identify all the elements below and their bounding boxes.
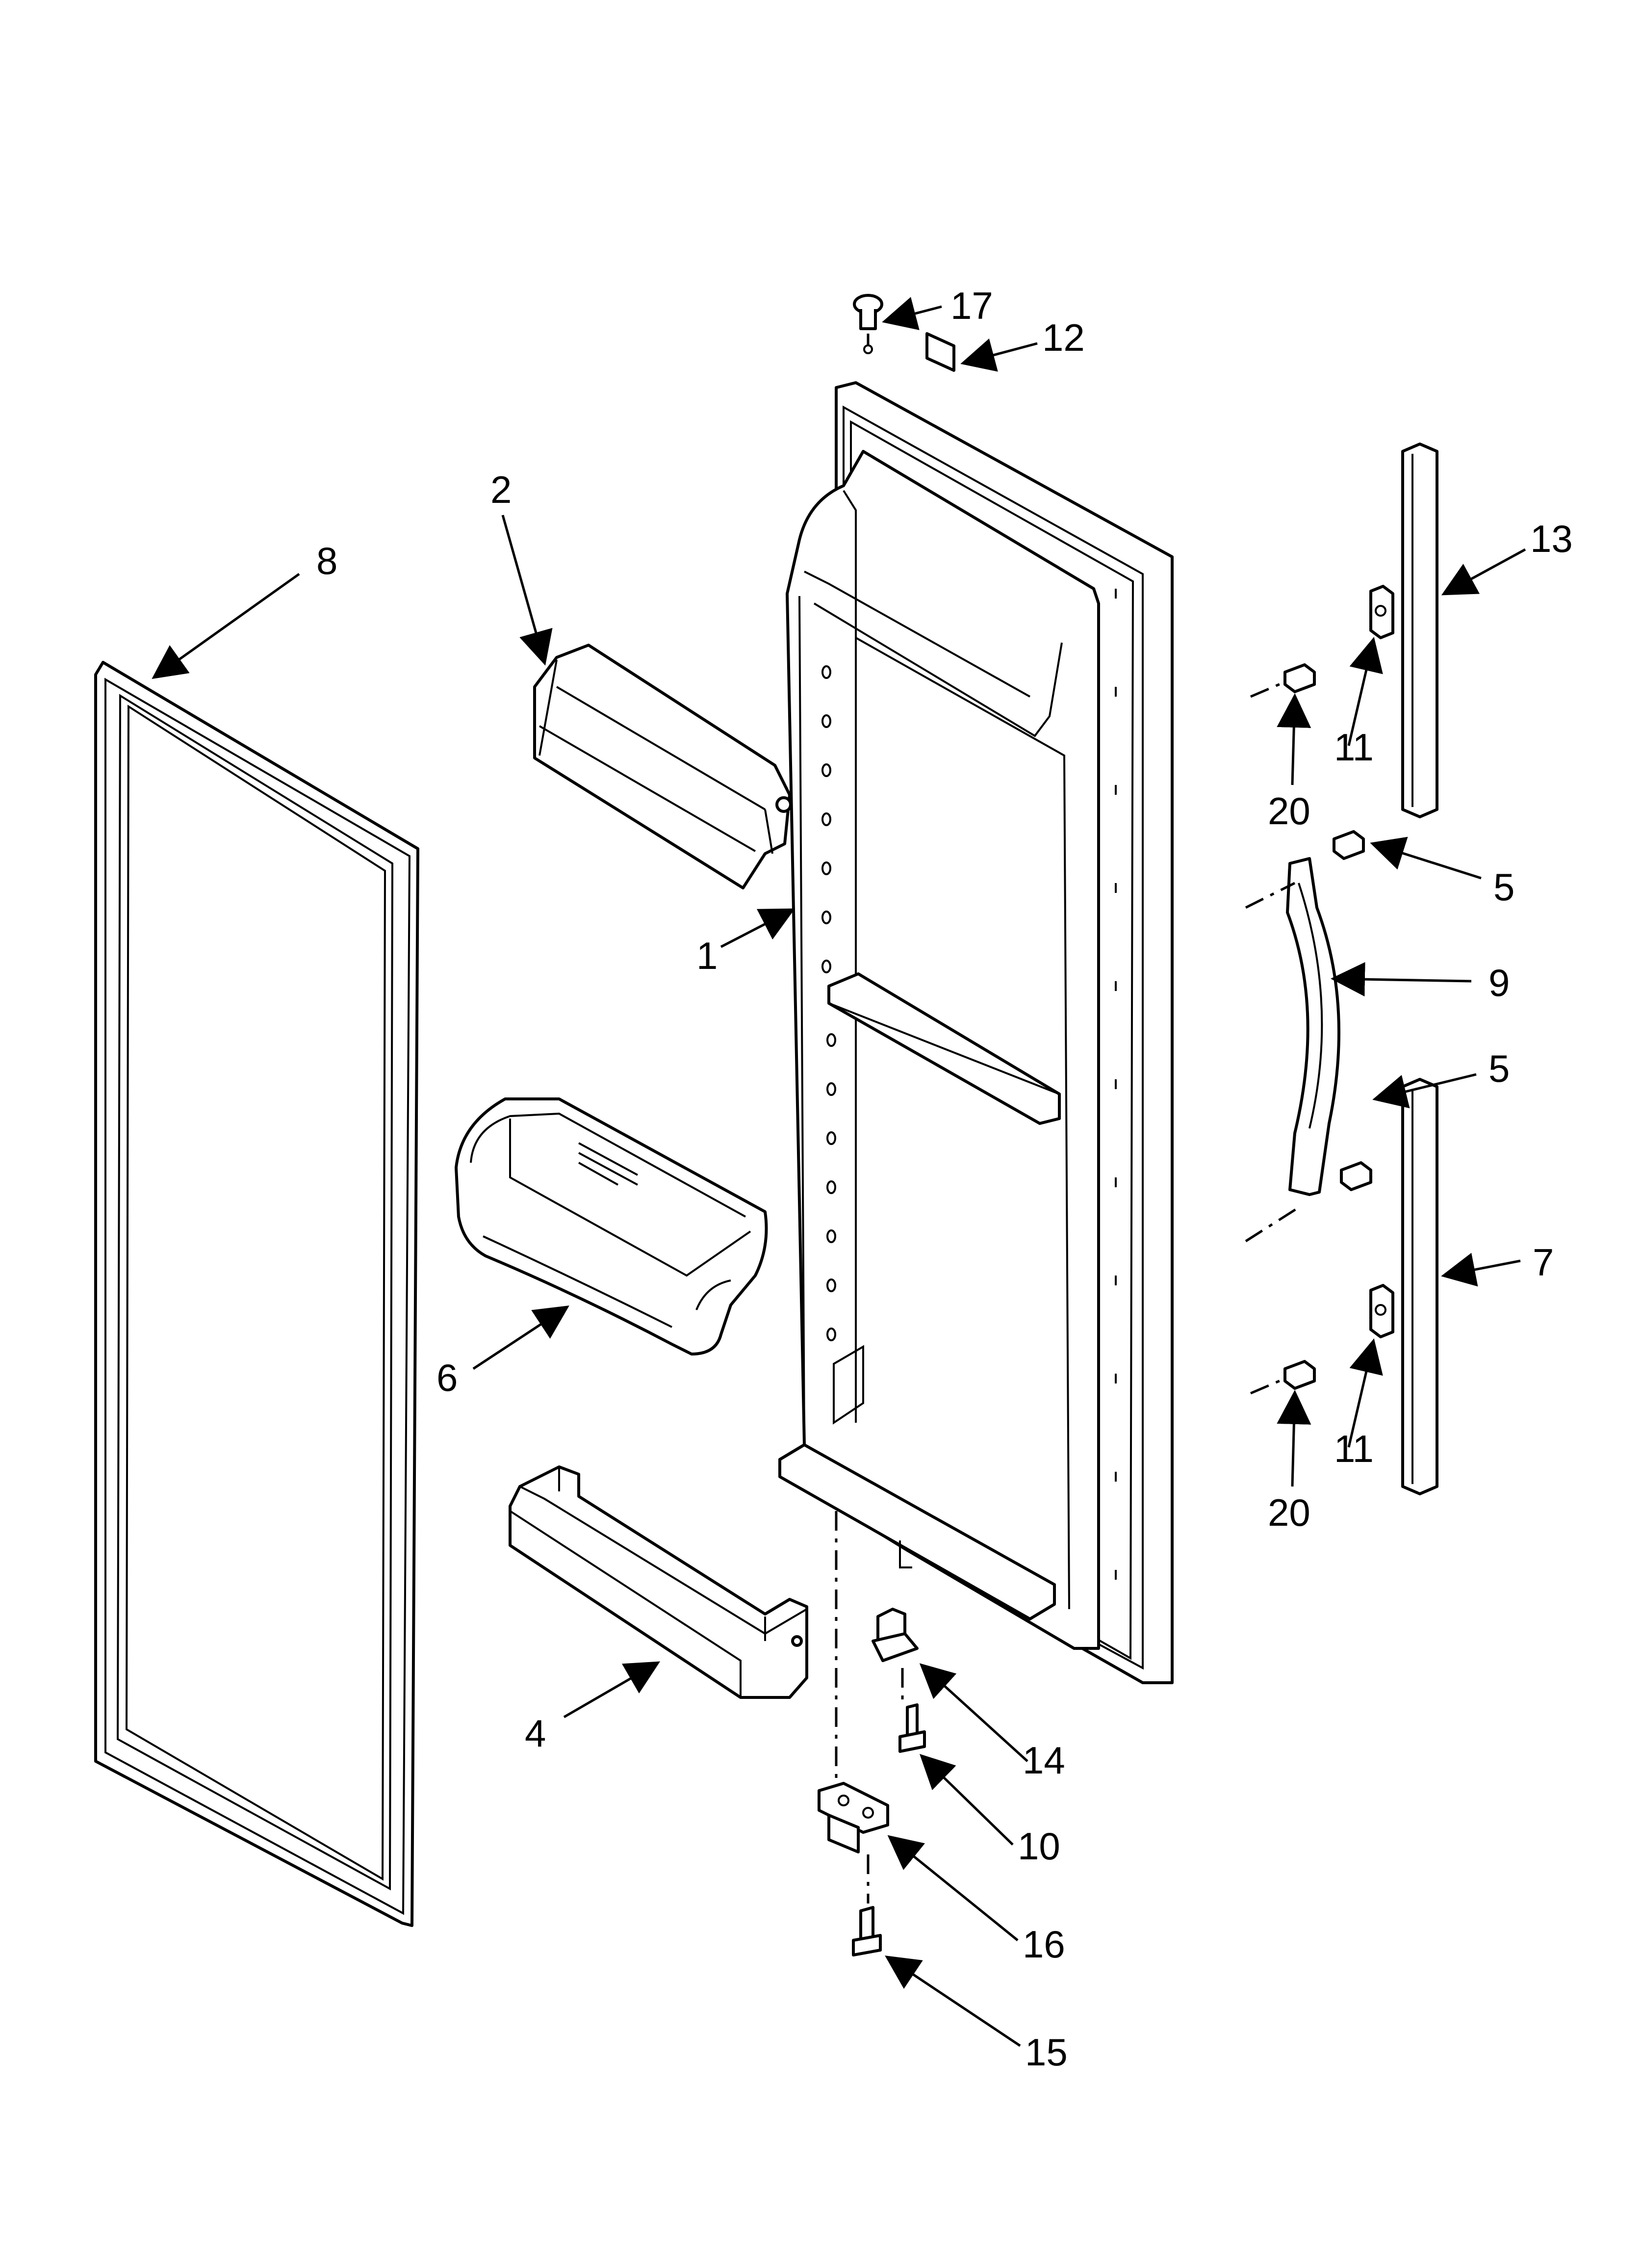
- callout-20-bottom: 20: [1268, 1491, 1310, 1534]
- lower-trim[interactable]: [1401, 1078, 1438, 1495]
- clip-top[interactable]: [1369, 585, 1394, 639]
- callout-6: 6: [436, 1356, 458, 1399]
- clip-bottom[interactable]: [1369, 1284, 1394, 1338]
- door-bin[interactable]: [455, 1097, 768, 1356]
- callout-11-top: 11: [1334, 726, 1374, 769]
- callout-13: 13: [1530, 517, 1573, 560]
- callout-12: 12: [1042, 316, 1085, 359]
- handle-screw-top[interactable]: [1333, 830, 1365, 860]
- handle[interactable]: [1245, 857, 1340, 1243]
- door-liner[interactable]: [778, 381, 1174, 1684]
- callout-2: 2: [490, 468, 512, 511]
- hinge-pin-screw[interactable]: [898, 1703, 926, 1753]
- hinge[interactable]: [818, 1511, 889, 1903]
- callout-1: 1: [696, 934, 718, 977]
- upper-trim[interactable]: [1401, 443, 1438, 818]
- dairy-door[interactable]: [533, 644, 792, 889]
- callout-8: 8: [316, 539, 337, 582]
- callout-17: 17: [950, 284, 993, 327]
- callout-15: 15: [1025, 2031, 1068, 2074]
- hinge-screw[interactable]: [852, 1906, 882, 1956]
- callout-20-top: 20: [1268, 789, 1310, 833]
- callout-11-bottom: 11: [1334, 1427, 1374, 1470]
- shelf-holes: [821, 665, 836, 1341]
- gasket[interactable]: [94, 661, 419, 1927]
- trim-screw-top[interactable]: [1250, 663, 1316, 698]
- callout-10: 10: [1018, 1825, 1060, 1868]
- callout-4: 4: [525, 1712, 546, 1755]
- top-label[interactable]: [925, 332, 955, 372]
- door-shelf[interactable]: [509, 1465, 808, 1699]
- callout-16: 16: [1023, 1923, 1065, 1966]
- hinge-pin[interactable]: [872, 1608, 919, 1702]
- callout-9: 9: [1488, 961, 1510, 1004]
- handle-screw-bottom[interactable]: [1340, 1161, 1372, 1191]
- callout-14: 14: [1023, 1739, 1065, 1782]
- trim-screw-bottom[interactable]: [1250, 1360, 1316, 1395]
- door-stop-bushing[interactable]: [853, 294, 883, 354]
- callout-5-bottom: 5: [1488, 1047, 1510, 1090]
- callout-7: 7: [1533, 1241, 1554, 1284]
- callout-5-top: 5: [1493, 865, 1514, 909]
- leader-lines: [152, 297, 1526, 2047]
